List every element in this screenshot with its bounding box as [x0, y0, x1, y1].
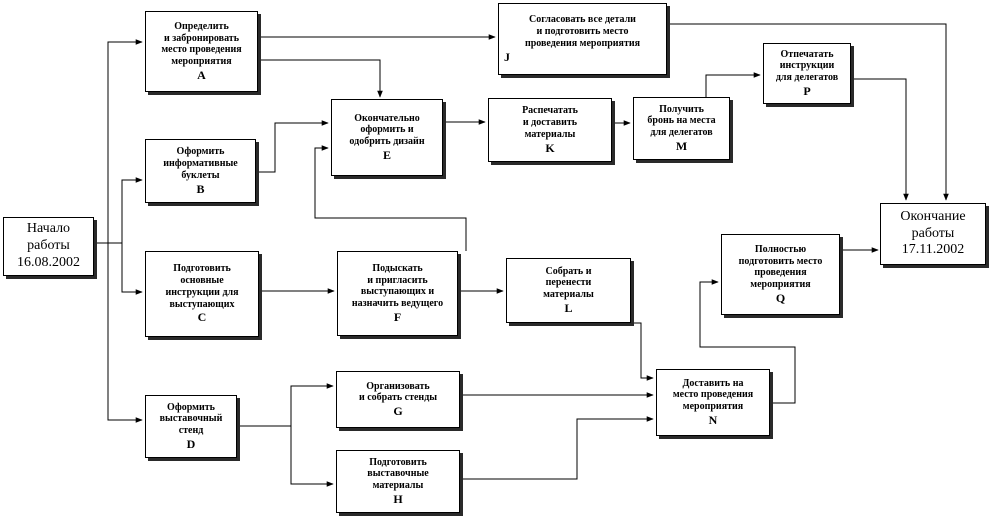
node-a-code: A	[197, 67, 206, 82]
node-h-label: Подготовить выставочные материалы	[367, 456, 429, 492]
node-d[interactable]: Оформить выставочный стенд D	[145, 395, 237, 458]
edge-start-b	[108, 177, 143, 244]
edge-b-e	[256, 120, 329, 173]
edge-d-h	[290, 426, 334, 487]
node-j-code: J	[504, 49, 510, 64]
node-start[interactable]: Начало работы 16.08.2002	[3, 217, 94, 276]
node-c-code: C	[197, 310, 207, 325]
node-p-code: P	[803, 84, 811, 98]
node-l-label: Собрать и перенести материалы	[543, 265, 594, 301]
node-e-code: E	[382, 148, 391, 162]
edge-d-g	[237, 383, 334, 427]
node-e[interactable]: Окончательно оформить и одобрить дизайн …	[331, 99, 443, 176]
node-start-label: Начало работы 16.08.2002	[17, 221, 80, 270]
edge-j-end	[667, 23, 949, 201]
node-p-label: Отпечатать инструкции для делегатов	[775, 48, 839, 84]
edge-f-e	[314, 145, 467, 251]
edge-start-d	[107, 243, 143, 423]
node-q-code: Q	[775, 290, 786, 305]
node-p[interactable]: Отпечатать инструкции для делегатов P	[763, 43, 851, 104]
node-k-code: K	[545, 140, 555, 155]
node-b[interactable]: Оформить информативные буклеты B	[145, 139, 256, 203]
node-end[interactable]: Окончание работы 17.11.2002	[880, 203, 986, 265]
node-n[interactable]: Доставить на место проведения мероприяти…	[656, 369, 770, 436]
node-b-label: Оформить информативные буклеты	[163, 146, 238, 181]
node-l-code: L	[564, 301, 573, 315]
edge-h-n	[460, 416, 654, 480]
node-n-code: N	[708, 413, 718, 427]
edge-n-q	[699, 279, 796, 404]
node-a[interactable]: Определить и забронировать место проведе…	[145, 11, 258, 92]
node-c-label: Подготовить основные инструкции для выст…	[165, 263, 239, 310]
node-q[interactable]: Полностью подготовить место проведения м…	[721, 234, 840, 315]
node-h-code: H	[393, 492, 403, 506]
node-k-label: Распечатать и доставить материалы	[522, 105, 578, 140]
node-j-label: Согласовать все детали и подготовить мес…	[524, 14, 641, 49]
edge-a-e	[258, 59, 383, 98]
edge-start-a	[94, 39, 143, 244]
node-a-label: Определить и забронировать место проведе…	[161, 20, 242, 68]
node-f[interactable]: Подыскать и пригласить выступающих и наз…	[337, 251, 458, 336]
edge-p-end	[851, 78, 909, 201]
node-d-code: D	[186, 437, 196, 451]
edge-m-p	[705, 72, 761, 97]
node-d-label: Оформить выставочный стенд	[159, 401, 223, 437]
node-h[interactable]: Подготовить выставочные материалы H	[336, 450, 460, 513]
node-f-code: F	[393, 309, 402, 324]
node-g-code: G	[393, 404, 403, 419]
node-end-label: Окончание работы 17.11.2002	[900, 208, 966, 258]
node-q-label: Полностью подготовить место проведения м…	[738, 243, 823, 291]
node-m[interactable]: Получить бронь на места для делегатов M	[633, 97, 730, 160]
node-m-label: Получить бронь на места для делегатов	[647, 103, 716, 139]
node-f-label: Подыскать и пригласить выступающих и наз…	[351, 262, 444, 310]
node-b-code: B	[196, 181, 205, 196]
edge-l-n	[631, 322, 654, 381]
node-g[interactable]: Организовать и собрать стенды G	[336, 371, 460, 428]
node-j[interactable]: Согласовать все детали и подготовить мес…	[498, 3, 667, 75]
node-e-label: Окончательно оформить и одобрить дизайн	[349, 112, 425, 148]
node-k[interactable]: Распечатать и доставить материалы K	[488, 98, 612, 162]
node-n-label: Доставить на место проведения мероприяти…	[672, 377, 754, 413]
node-g-label: Организовать и собрать стенды	[358, 380, 438, 404]
node-l[interactable]: Собрать и перенести материалы L	[506, 258, 631, 323]
edge-start-c	[108, 242, 143, 295]
node-c[interactable]: Подготовить основные инструкции для выст…	[145, 251, 259, 337]
node-m-code: M	[675, 139, 688, 153]
